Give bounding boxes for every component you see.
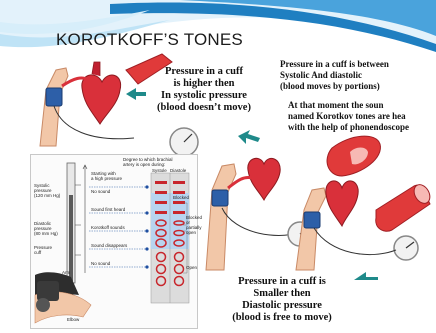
cuff-shape <box>46 88 62 106</box>
korotkoff-diagram: Degree to which brachial artery is open … <box>30 154 198 329</box>
systolic-label: Systolic pressure (120 mm Hg) <box>34 183 60 198</box>
diastolic-label: Diastolic pressure (80 mm Hg) <box>34 221 58 236</box>
no-sound-1: No sound <box>91 189 110 194</box>
arrow-icon <box>126 88 146 100</box>
first-heard: Sound first heard <box>91 207 125 212</box>
no-sound-2: No sound <box>91 261 110 266</box>
arrow-icon <box>238 130 260 144</box>
heart-shape <box>82 75 121 124</box>
cuff-label: Pressure cuff <box>34 245 52 255</box>
arrow-icon <box>354 272 378 280</box>
arm-label: Arm <box>62 270 70 275</box>
elbow-label: Elbow <box>67 317 79 322</box>
top-left-caption: Pressure in a cuff is higher then In sys… <box>148 66 260 114</box>
blocked-partially: Blocked or partially open <box>186 215 202 235</box>
blocked: Blocked <box>173 195 189 200</box>
diagram-header: Degree to which brachial artery is open … <box>123 157 173 167</box>
open: Open <box>186 265 197 270</box>
starting-label: Starting with a high pressure <box>91 171 122 181</box>
top-right-caption: Pressure in a cuff is between Systolic A… <box>280 59 430 92</box>
gauge-icon <box>170 128 198 154</box>
korotkoff-sounds: Korotkoff sounds <box>91 225 125 230</box>
right-illustration <box>200 130 436 280</box>
top-right-note: At that moment the soun named Korotkov t… <box>288 100 436 133</box>
bottom-caption: Pressure in a cuff is Smaller then Diast… <box>222 276 342 324</box>
col-diastole: Diastole <box>170 168 186 173</box>
col-systole: Systole <box>152 168 167 173</box>
slide-title: KOROTKOFF’S TONES <box>56 30 243 50</box>
disappears: Sound disappears <box>91 243 127 248</box>
